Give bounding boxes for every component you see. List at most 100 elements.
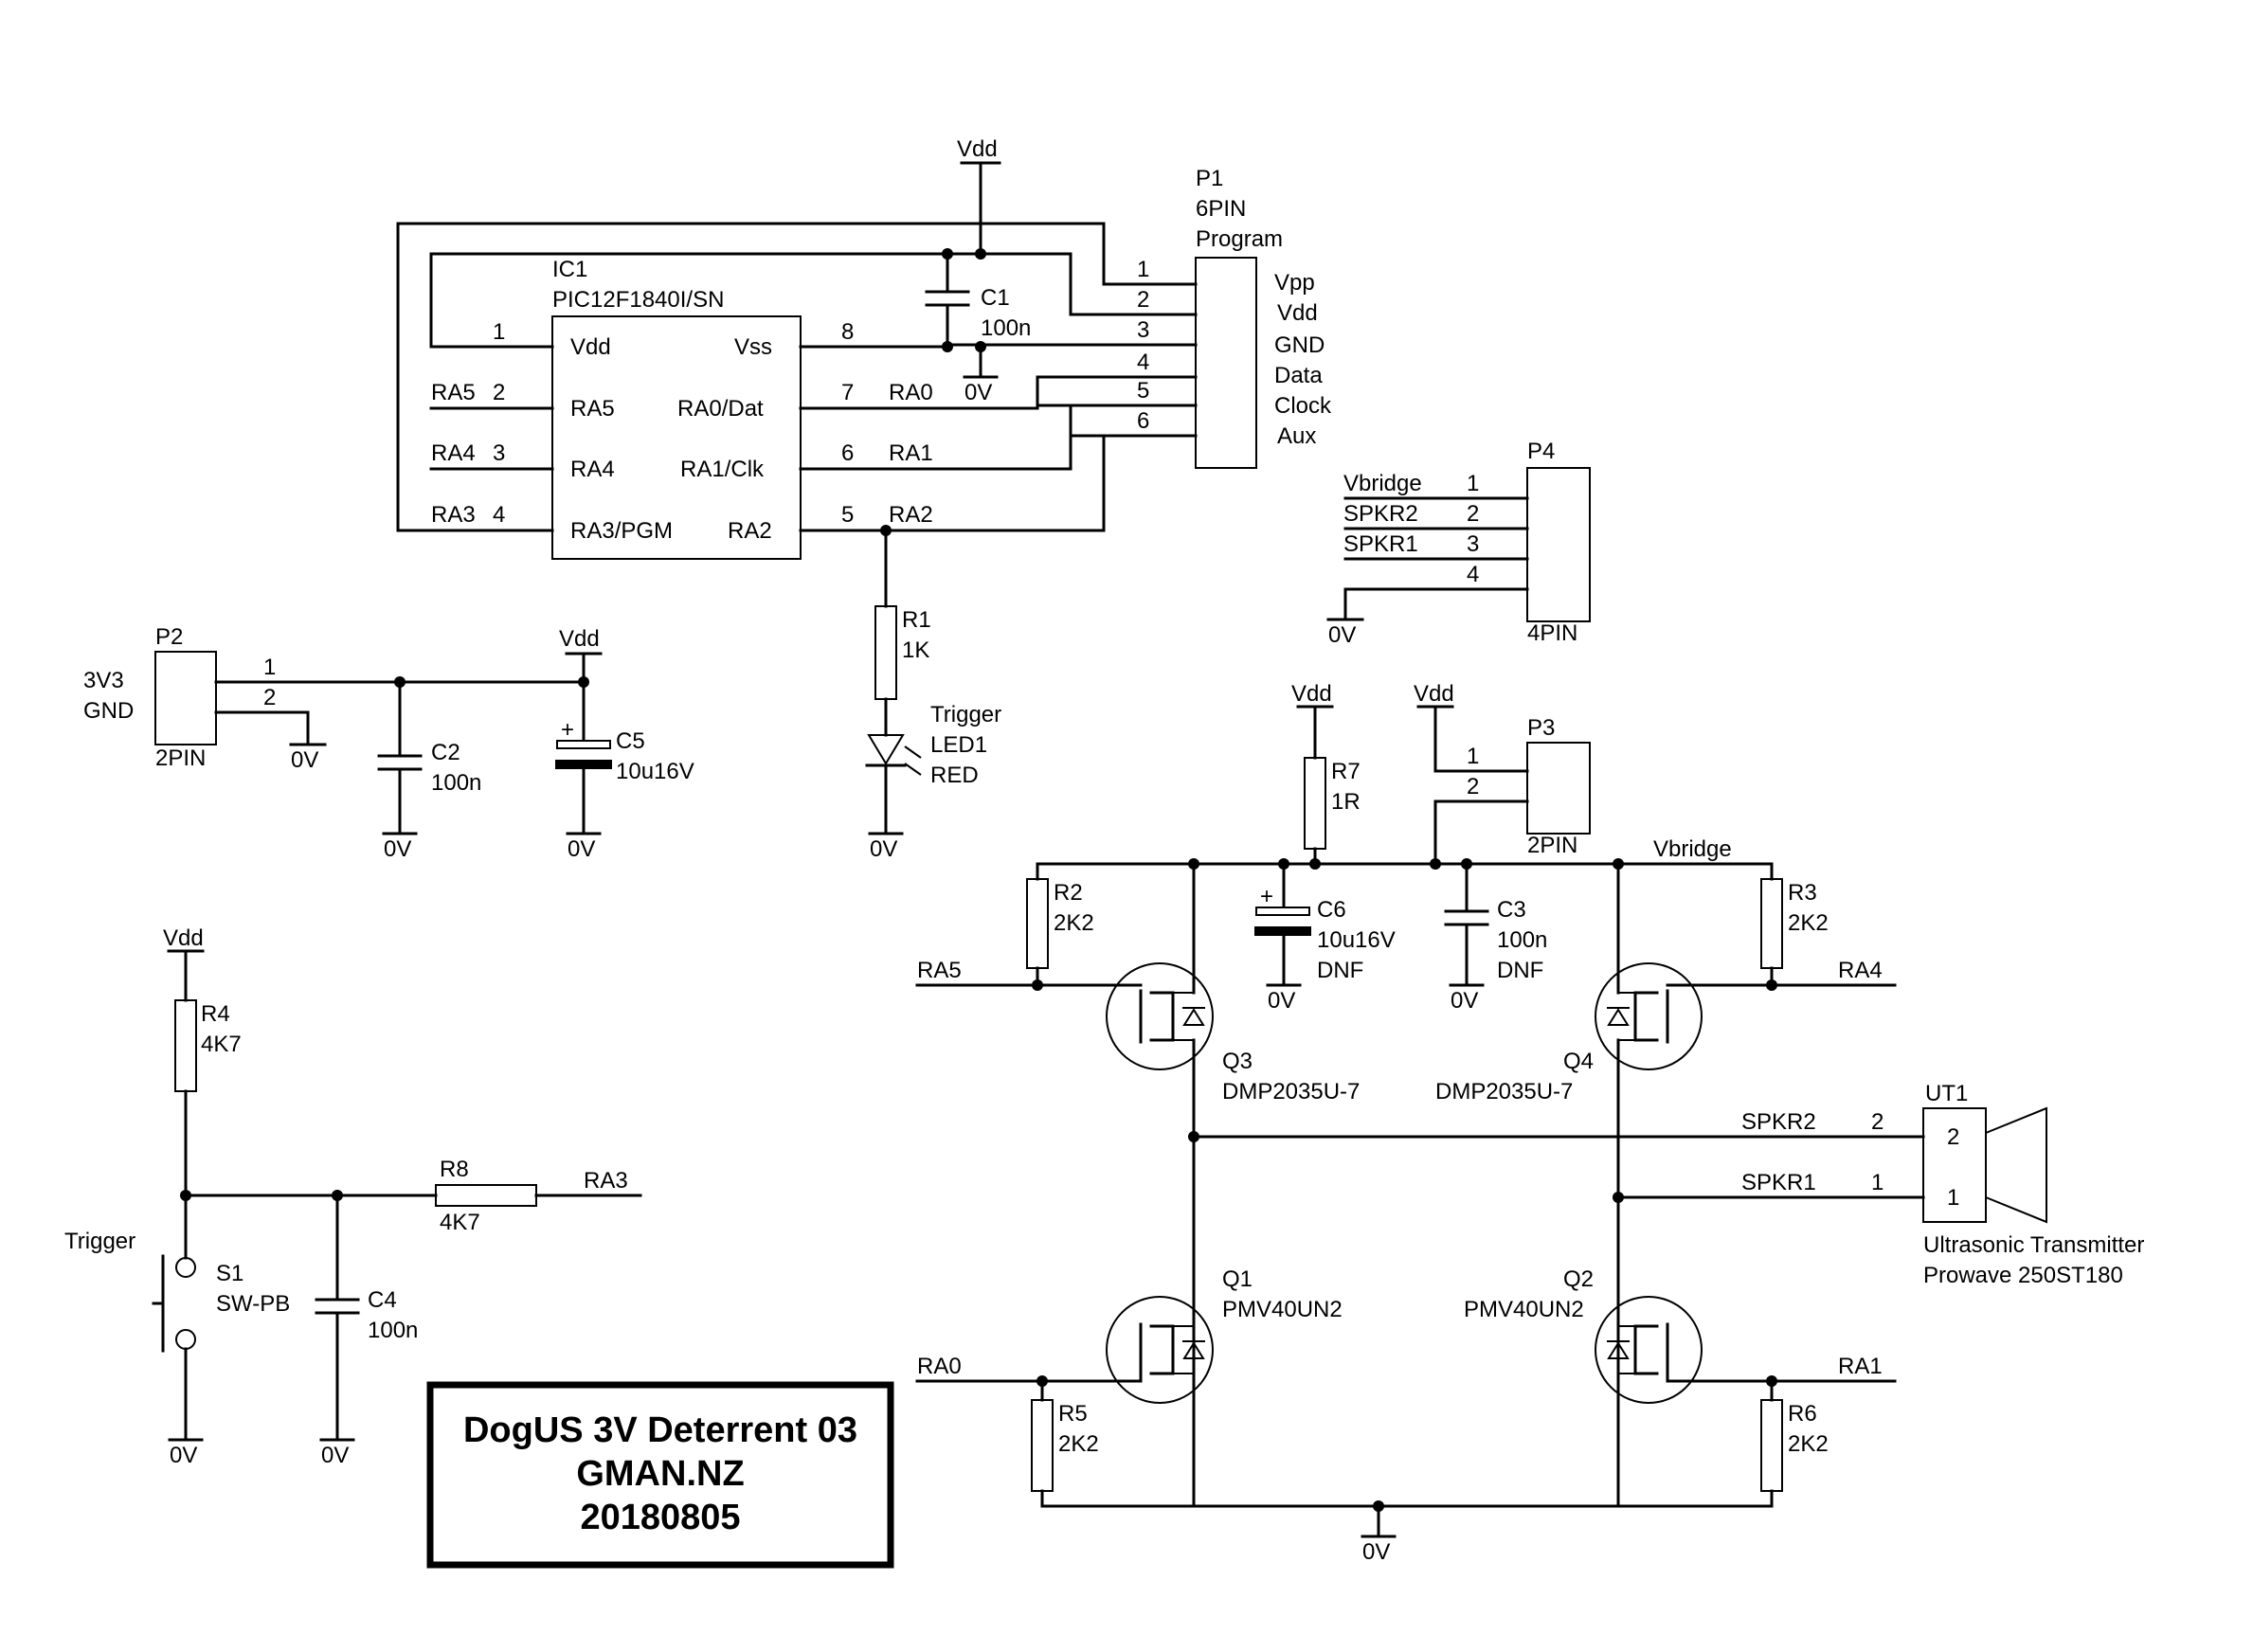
r8-value: 4K7 [440, 1210, 480, 1235]
q2-part: PMV40UN2 [1464, 1297, 1584, 1322]
gnd-label-ic1: 0V [964, 380, 992, 405]
s1-contact-top [175, 1257, 196, 1278]
c1-ref: C1 [981, 285, 1010, 311]
c4-value: 100n [368, 1318, 418, 1343]
ut1-transducer: UT1 2 1 Ultrasonic Transmitter Prowave 2… [1922, 1081, 2144, 1288]
ic1-pin5-net: RA2 [889, 502, 933, 528]
title-block: DogUS 3V Deterrent 03 GMAN.NZ 20180805 [426, 1381, 894, 1569]
ic1-pin1-num: 1 [493, 319, 505, 345]
c6-note: DNF [1317, 958, 1363, 983]
q1-part: PMV40UN2 [1222, 1297, 1343, 1322]
r2-body [1026, 878, 1049, 969]
q3-ref: Q3 [1222, 1049, 1253, 1074]
ra3-label: RA3 [584, 1168, 628, 1194]
title-line2: GMAN.NZ [576, 1454, 744, 1494]
r1-value: 1K [902, 637, 929, 663]
gnd-label-c5: 0V [568, 836, 595, 862]
p4-ref: P4 [1527, 439, 1555, 464]
ut1-pin2-num: 2 [1871, 1109, 1884, 1135]
r8-ref: R8 [440, 1157, 469, 1182]
r2-ref: R2 [1054, 880, 1083, 906]
q2-symbol [1595, 1296, 1703, 1404]
vdd-label-c5: Vdd [559, 626, 600, 652]
ra4-label-q4: RA4 [1838, 958, 1883, 983]
ut1-desc2: Prowave 250ST180 [1923, 1263, 2123, 1288]
ic1-pin2-num: 2 [493, 380, 505, 405]
c4-ref: C4 [368, 1287, 397, 1313]
led1-value: RED [930, 763, 979, 788]
c3-ref: C3 [1497, 897, 1526, 923]
p4-pin4: 4 [1467, 562, 1479, 587]
ic1-pin7-name: RA0/Dat [677, 396, 764, 422]
ut1-inner-pin2: 2 [1947, 1124, 1959, 1150]
vdd-label-r4: Vdd [163, 925, 204, 951]
p3-type: 2PIN [1527, 833, 1577, 858]
h-bridge: Vbridge Vdd R7 1R Vdd P3 2PIN 1 2 + 0V C… [915, 681, 1925, 1565]
q1-symbol [1106, 1296, 1214, 1404]
p4-pin2: 2 [1467, 501, 1479, 527]
c1-value: 100n [981, 315, 1031, 341]
p4-sig-spkr2: SPKR2 [1343, 501, 1418, 527]
p4-sig-spkr1: SPKR1 [1343, 531, 1418, 557]
title-line1: DogUS 3V Deterrent 03 [463, 1410, 857, 1450]
q3-part: DMP2035U-7 [1222, 1079, 1360, 1104]
led-trigger-circuit: R1 1K 0V Trigger LED1 RED [865, 529, 1001, 862]
ra5-label-q3: RA5 [917, 958, 962, 983]
p3-body [1526, 742, 1591, 835]
p1-pin3: 3 [1137, 317, 1149, 343]
r1-ref: R1 [902, 607, 931, 633]
gnd-label-c6: 0V [1268, 988, 1295, 1014]
p1-sig-gnd: GND [1274, 332, 1325, 358]
c3-value: 100n [1497, 927, 1547, 953]
p2-ref: P2 [155, 624, 183, 650]
spkr1-label: SPKR1 [1741, 1170, 1816, 1195]
r1-body [874, 605, 897, 700]
p1-sig-aux: Aux [1277, 423, 1316, 449]
p4-body [1526, 467, 1591, 622]
p1-pin1: 1 [1137, 257, 1149, 282]
ut1-pin1-num: 1 [1871, 1170, 1884, 1195]
ic1-pin7-num: 7 [841, 380, 854, 405]
ic1-body [551, 315, 802, 560]
r7-value: 1R [1331, 789, 1361, 815]
r2-value: 2K2 [1054, 910, 1094, 936]
gnd-label-c3: 0V [1451, 988, 1478, 1014]
vdd-label-top: Vdd [957, 136, 998, 162]
top-wiring: Vdd C1 100n 0V [396, 136, 1106, 536]
s1-contact-bottom [175, 1329, 196, 1350]
ic1-pin6-net: RA1 [889, 440, 933, 466]
r7-body [1304, 757, 1326, 850]
ic1-pin3-num: 3 [493, 440, 505, 466]
p1-ref: P1 [1196, 166, 1223, 191]
p4-pin3: 3 [1467, 531, 1479, 557]
p1-sig-clock: Clock [1274, 393, 1332, 419]
c5-value: 10u16V [616, 759, 694, 784]
q4-part: DMP2035U-7 [1435, 1079, 1573, 1104]
p2-type: 2PIN [155, 745, 206, 771]
trigger-input-circuit: Vdd R4 4K7 R8 4K7 RA3 0V Trigger S1 SW-P… [64, 925, 642, 1468]
ic1-pin8-num: 8 [841, 319, 854, 345]
s1-ref: S1 [216, 1261, 243, 1286]
vdd-label-p3: Vdd [1414, 681, 1454, 707]
p2-sig-gnd: GND [83, 698, 134, 724]
gnd-label-p4: 0V [1328, 622, 1356, 648]
ic1-pin2-net: RA5 [431, 380, 476, 405]
ic1-pin5-num: 5 [841, 502, 854, 528]
r6-ref: R6 [1788, 1401, 1817, 1427]
ut1-ref: UT1 [1925, 1081, 1968, 1106]
p4-type: 4PIN [1527, 620, 1577, 646]
s1-label: Trigger [64, 1229, 135, 1254]
ut1-inner-pin1: 1 [1947, 1185, 1959, 1211]
ic1-pin6-num: 6 [841, 440, 854, 466]
gnd-label-led: 0V [870, 836, 897, 862]
ra1-label-q2: RA1 [1838, 1354, 1883, 1379]
c5-ref: C5 [616, 728, 645, 754]
vbridge-label: Vbridge [1653, 836, 1732, 862]
q1-ref: Q1 [1222, 1266, 1253, 1292]
q4-ref: Q4 [1563, 1049, 1594, 1074]
p1-connector: P1 6PIN Program 1 2 3 4 5 6 Vpp Vdd GND … [946, 166, 1332, 469]
p1-pin2: 2 [1137, 287, 1149, 313]
ic1-pin3-net: RA4 [431, 440, 476, 466]
p1-sig-vpp: Vpp [1274, 270, 1315, 296]
ic1-pin3-name: RA4 [570, 457, 615, 482]
